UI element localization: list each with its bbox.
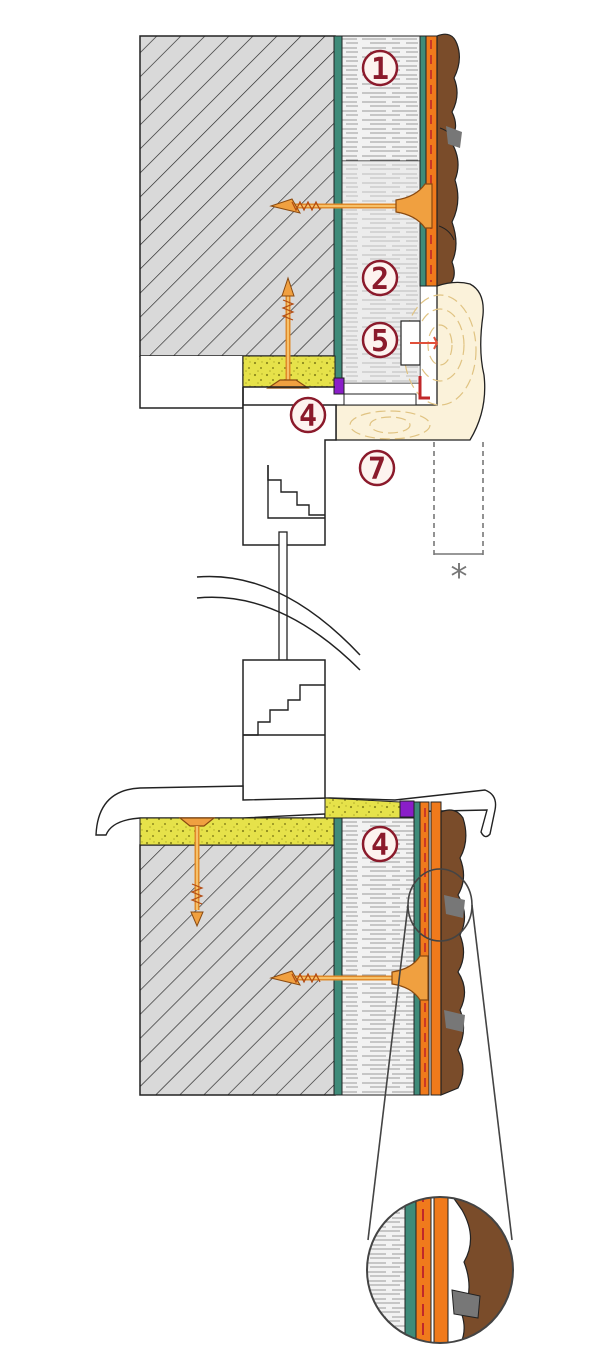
callout-4-top: 4: [289, 396, 327, 434]
bottom-sealant-purple: [399, 800, 415, 818]
top-timber-lintel: [335, 281, 486, 441]
callout-2: 2: [361, 259, 399, 297]
callout-2-label: 2: [371, 262, 389, 297]
bottom-mineral-board: [139, 817, 336, 846]
callout-1: 1: [361, 49, 399, 87]
zoom-render-orange-b: [433, 1197, 449, 1343]
break-line-upper: [196, 575, 361, 656]
top-sealant-purple: [333, 377, 345, 395]
top-wall-section: [139, 33, 486, 441]
top-masonry-wall: [139, 35, 336, 357]
window-frame-bottom: [242, 659, 326, 819]
zoom-connector-left: [367, 904, 409, 1241]
bottom-stone-cladding: [440, 809, 467, 1096]
bottom-stone-grey-a: [444, 895, 465, 918]
callout-5: 5: [361, 321, 399, 359]
callout-7: 7: [358, 449, 396, 487]
top-vertical-anchor: [266, 276, 310, 389]
callout-1-label: 1: [371, 52, 389, 87]
bottom-insulation-anchor: [269, 955, 429, 1001]
dimension-mark: *: [451, 557, 468, 597]
top-stone-grey-gap: [446, 126, 462, 148]
zoom-connector-right: [471, 904, 513, 1241]
zoom-detail-circle: [366, 1196, 514, 1344]
top-red-angle-profile: [418, 376, 430, 400]
callout-4-bottom-label: 4: [371, 828, 389, 863]
top-fixing-screw-head: [433, 336, 439, 350]
bottom-wall-section: [95, 785, 497, 1096]
bottom-masonry-wall: [139, 844, 336, 1096]
top-board-green-outer: [419, 35, 427, 287]
callout-5-label: 5: [371, 324, 389, 359]
top-white-corner-strip: [343, 393, 417, 406]
window-sill-flashing: [95, 785, 497, 838]
callout-7-label: 7: [368, 452, 386, 487]
callout-4-bottom: 4: [361, 825, 399, 863]
callout-4-top-label: 4: [299, 399, 317, 434]
top-stone-cladding: [436, 33, 460, 287]
break-line-lower: [196, 596, 361, 671]
top-insulation-anchor: [269, 183, 433, 229]
dimension-bracket: [433, 442, 484, 555]
bottom-vertical-anchor: [178, 817, 216, 928]
bottom-mineral-wedge: [324, 797, 401, 819]
top-board-green: [333, 35, 343, 384]
window-frame-top: [242, 386, 337, 671]
zoom-stone-grey: [451, 1289, 481, 1319]
bottom-render-orange-b: [430, 801, 442, 1096]
top-reveal-outline: [139, 356, 244, 409]
bottom-stone-grey-b: [444, 1010, 465, 1032]
bottom-board-green-outer: [413, 801, 421, 1096]
bottom-board-green: [333, 817, 343, 1096]
